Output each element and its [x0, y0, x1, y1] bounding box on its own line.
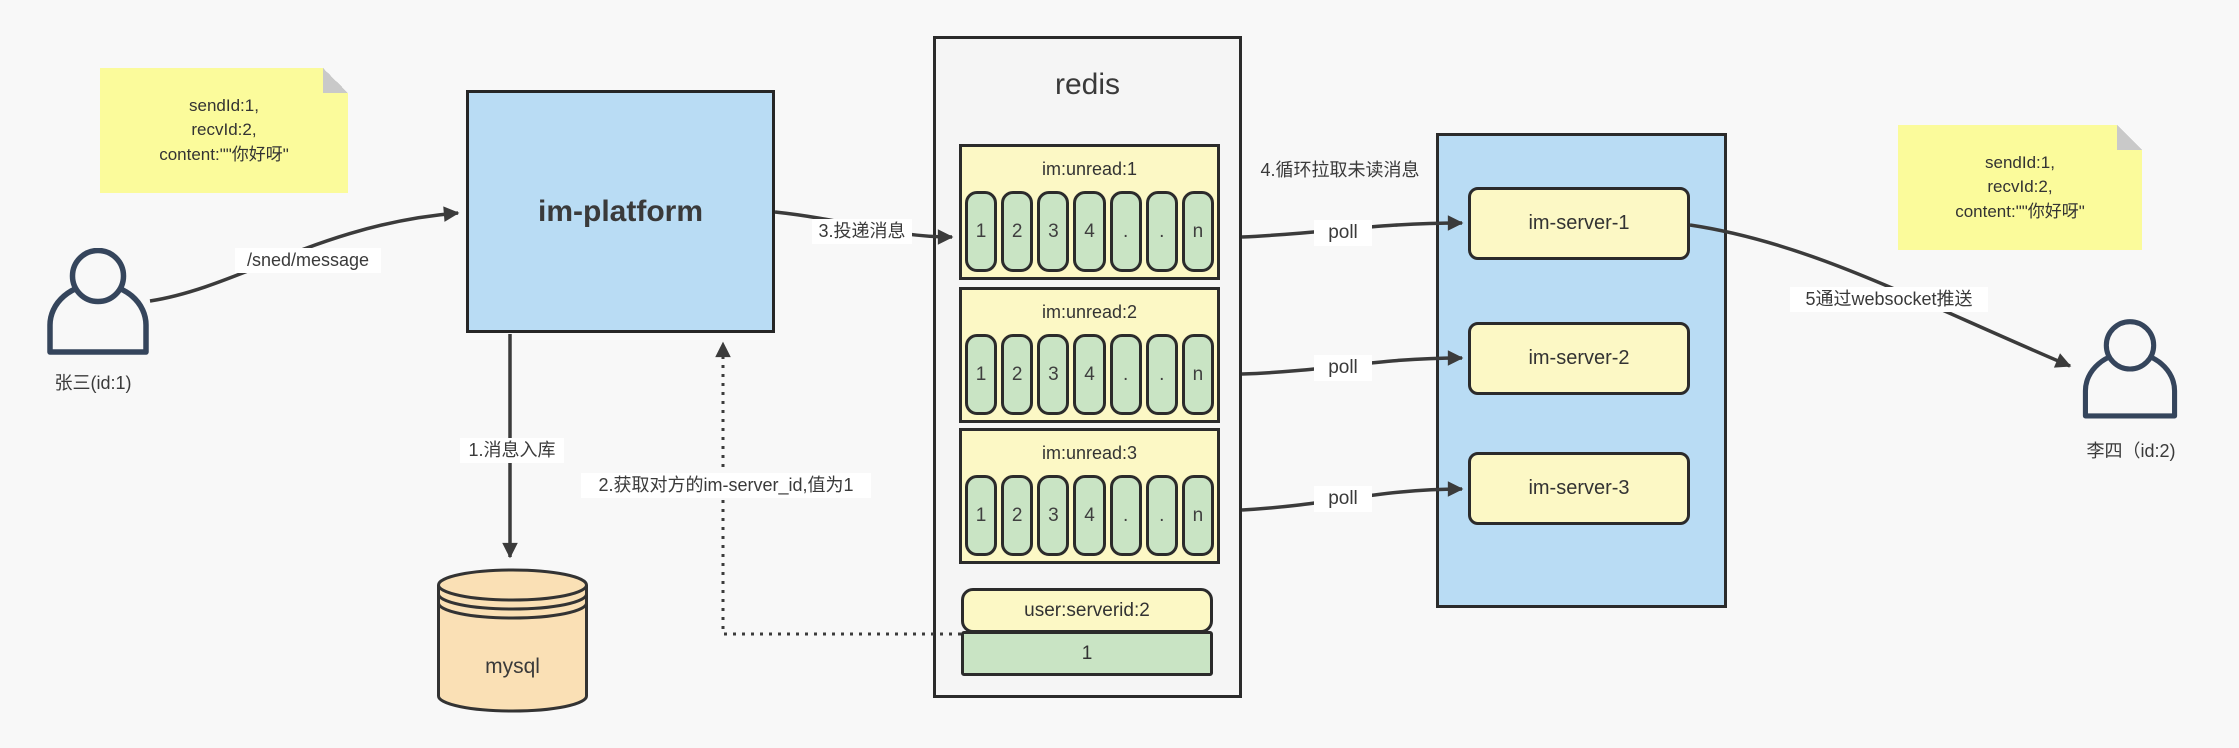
im-platform-box: im-platform: [466, 90, 775, 333]
queue-cell: 1: [965, 191, 998, 272]
queue-cell: .: [1145, 334, 1178, 415]
queue-cell: .: [1145, 191, 1178, 272]
queue-cell: n: [1181, 334, 1214, 415]
note-line: content:""你好呀": [159, 144, 289, 164]
redis-queue-im-unread-3: im:unread:3 1 2 3 4 . . n: [959, 428, 1220, 564]
queue-cell: .: [1109, 475, 1142, 556]
poll-label-1: poll: [1314, 220, 1372, 246]
queue-title: im:unread:2: [1041, 301, 1138, 322]
step1-label: 1.消息入库: [460, 438, 564, 463]
im-server-2-box: im-server-2: [1468, 322, 1690, 395]
queue-cell: n: [1181, 191, 1214, 272]
queue-cell: 2: [1001, 475, 1034, 556]
step2-label: 2.获取对方的im-server_id,值为1: [581, 473, 871, 498]
queue-cells: 1 2 3 4 . . n: [962, 334, 1217, 420]
queue-cell: 4: [1073, 191, 1106, 272]
redis-queue-im-unread-2: im:unread:2 1 2 3 4 . . n: [959, 287, 1220, 423]
queue-cell: 1: [965, 334, 998, 415]
queue-cells: 1 2 3 4 . . n: [962, 191, 1217, 277]
queue-cell: .: [1109, 191, 1142, 272]
note-fold-icon: [323, 68, 348, 93]
queue-cell: 3: [1037, 475, 1070, 556]
note-line: recvId:2,: [191, 120, 257, 140]
receiver-label: 李四（id:2): [2086, 441, 2176, 461]
redis-key-user-serverid: user:serverid:2: [961, 588, 1213, 633]
queue-cell: .: [1109, 334, 1142, 415]
step3-label: 3.投递消息: [812, 219, 912, 244]
mysql-label: mysql: [485, 655, 540, 678]
queue-cell: 4: [1073, 334, 1106, 415]
queue-cell: .: [1145, 475, 1178, 556]
step5-label: 5通过websocket推送: [1790, 287, 1988, 312]
sender-label: 张三(id:1): [54, 373, 132, 393]
queue-cell: 2: [1001, 334, 1034, 415]
sticky-note-right: sendId:1, recvId:2, content:""你好呀": [1898, 125, 2142, 250]
redis-queue-im-unread-1: im:unread:1 1 2 3 4 . . n: [959, 144, 1220, 280]
queue-title: im:unread:3: [1041, 442, 1138, 463]
note-fold-icon: [2117, 125, 2142, 150]
queue-cell: 1: [965, 475, 998, 556]
queue-cells: 1 2 3 4 . . n: [962, 475, 1217, 561]
user-icon-receiver: [2082, 319, 2178, 419]
step4-label: 4.循环拉取未读消息: [1260, 160, 1420, 180]
note-line: sendId:1,: [1985, 153, 2055, 173]
im-server-3-box: im-server-3: [1468, 452, 1690, 525]
queue-cell: 3: [1037, 191, 1070, 272]
queue-cell: 4: [1073, 475, 1106, 556]
sticky-note-left: sendId:1, recvId:2, content:""你好呀": [100, 68, 348, 193]
queue-cell: n: [1181, 475, 1214, 556]
poll-label-3: poll: [1314, 486, 1372, 512]
queue-cell: 3: [1037, 334, 1070, 415]
redis-value-user-serverid: 1: [961, 631, 1213, 676]
user-icon-sender: [47, 248, 149, 355]
im-server-1-box: im-server-1: [1468, 187, 1690, 260]
redis-title: redis: [1054, 68, 1121, 101]
mysql-database-icon: [437, 568, 588, 713]
poll-label-2: poll: [1314, 355, 1372, 381]
queue-cell: 2: [1001, 191, 1034, 272]
send-message-label: /sned/message: [235, 248, 381, 273]
note-line: content:""你好呀": [1955, 201, 2085, 221]
queue-title: im:unread:1: [1041, 158, 1138, 179]
note-line: sendId:1,: [189, 96, 259, 116]
note-line: recvId:2,: [1987, 177, 2053, 197]
